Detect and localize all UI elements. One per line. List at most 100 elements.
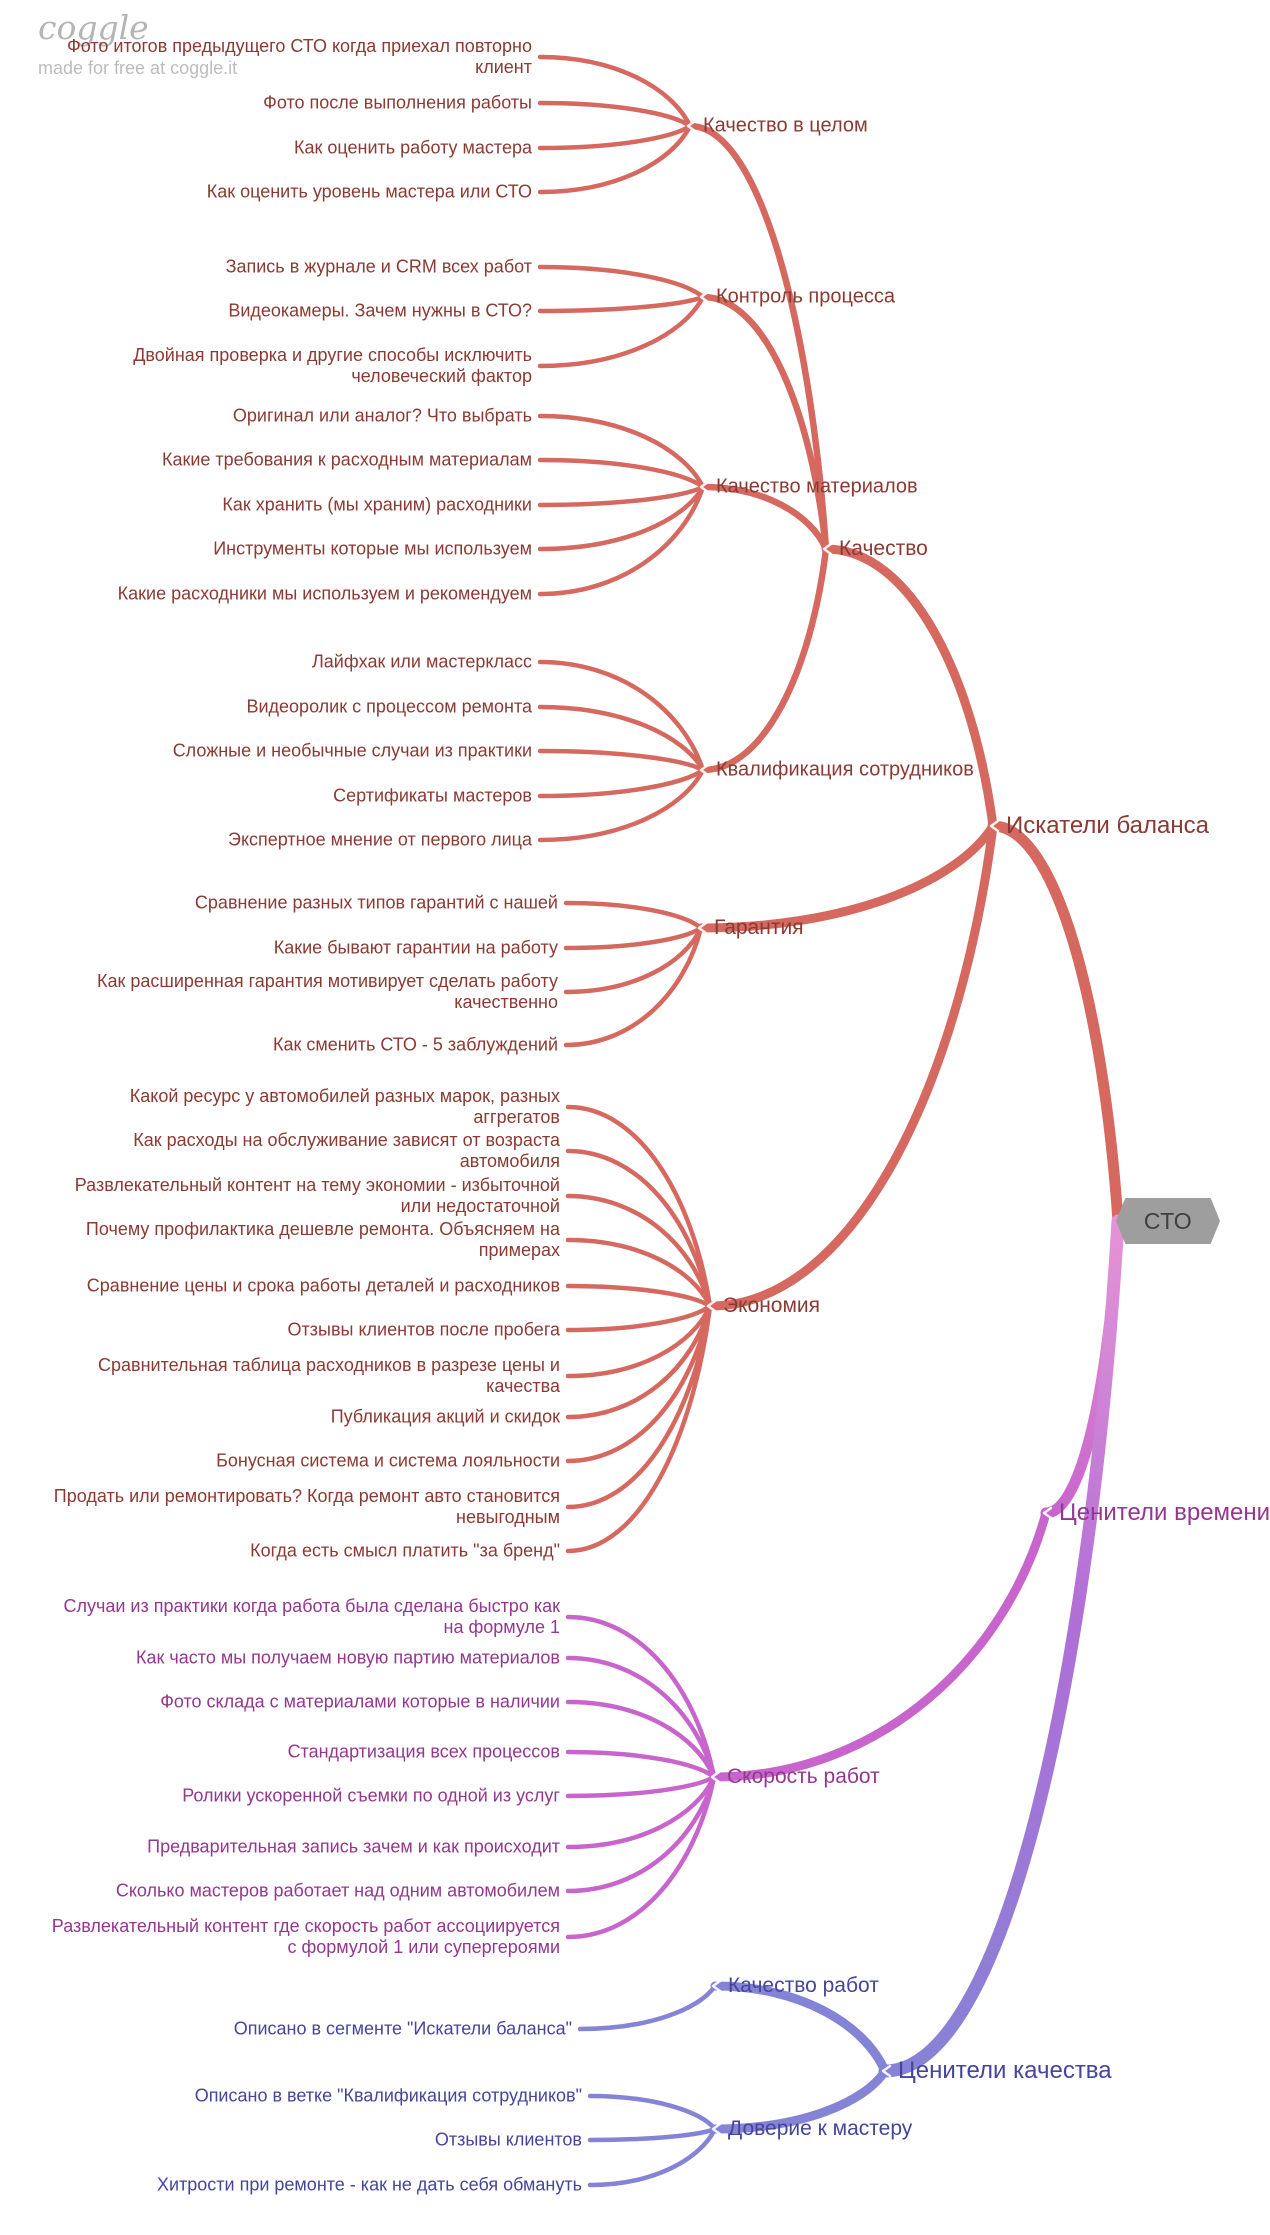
leaf-label[interactable]: Как оценить уровень мастера или СТО — [206, 181, 532, 202]
leaf-label[interactable]: Фото склада с материалами которые в нали… — [160, 1691, 560, 1712]
leaf-label[interactable]: Какие расходники мы используем и рекомен… — [117, 583, 532, 604]
branch-label[interactable]: Качество в целом — [703, 114, 868, 137]
branch-edge — [709, 1508, 1051, 1782]
root-node[interactable]: СТО — [1116, 1198, 1220, 1244]
leaf-label[interactable]: Лайфхак или мастеркласс — [311, 651, 532, 672]
leaf-label[interactable]: Сложные и необычные случаи из практики — [172, 740, 532, 761]
branch-edge — [537, 748, 706, 773]
branch-label[interactable]: Гарантия — [714, 915, 804, 939]
branch-edge — [565, 1614, 717, 1780]
leaf-label[interactable]: Какие требования к расходным материалам — [161, 449, 532, 470]
branch-edge — [565, 1774, 717, 1799]
branch-label[interactable]: Ценители качества — [898, 2057, 1112, 2085]
leaf-label[interactable]: Какие бывают гарантии на работу — [273, 937, 558, 958]
branch-label[interactable]: Качество работ — [728, 1973, 879, 1997]
branch-edge — [565, 1655, 717, 1780]
branch-edge — [565, 1237, 713, 1309]
branch-edge — [987, 820, 1124, 1227]
leaf-label[interactable]: Как расширенная гарантия мотивирует сдел… — [97, 971, 558, 1012]
branch-label[interactable]: Искатели баланса — [1006, 812, 1209, 840]
collapse-chevron-icon[interactable] — [686, 119, 697, 133]
collapse-chevron-icon[interactable] — [699, 290, 710, 304]
leaf-label[interactable]: Сколько мастеров работает над одним авто… — [115, 1880, 560, 1901]
leaf-label[interactable]: Как оценить работу мастера — [294, 137, 532, 158]
collapse-chevron-icon[interactable] — [711, 1979, 722, 1993]
branch-edge — [565, 1699, 717, 1780]
collapse-chevron-icon[interactable] — [699, 763, 710, 777]
leaf-label[interactable]: Как часто мы получаем новую партию матер… — [136, 1647, 560, 1668]
collapse-chevron-icon[interactable] — [706, 1299, 717, 1313]
branch-edge — [537, 484, 706, 552]
branch-label[interactable]: Ценители времени — [1059, 1499, 1270, 1527]
leaf-label[interactable]: Предварительная запись зачем и как проис… — [147, 1836, 560, 1857]
leaf-label[interactable]: Экспертное мнение от первого лица — [228, 829, 532, 850]
branch-edge — [563, 925, 704, 995]
leaf-label[interactable]: Видеокамеры. Зачем нужны в СТО? — [228, 300, 532, 321]
collapse-chevron-icon[interactable] — [822, 542, 833, 556]
collapse-chevron-icon[interactable] — [881, 2064, 892, 2078]
leaf-label[interactable]: Сравнительная таблица расходников в разр… — [97, 1355, 560, 1396]
collapse-chevron-icon[interactable] — [1042, 1506, 1053, 1520]
collapse-chevron-icon[interactable] — [710, 1770, 721, 1784]
branch-edge — [565, 1193, 713, 1309]
branch-label[interactable]: Качество материалов — [716, 475, 918, 498]
branch-edge — [878, 1214, 1125, 2078]
branch-edge — [565, 1774, 717, 1940]
coggle-tagline: made for free at coggle.it — [38, 58, 238, 78]
leaf-label[interactable]: Как расходы на обслуживание зависят от в… — [133, 1130, 560, 1171]
branch-edge — [537, 294, 706, 314]
leaf-label[interactable]: Почему профилактика дешевле ремонта. Объ… — [85, 1219, 560, 1260]
branch-edge — [537, 294, 706, 369]
leaf-label[interactable]: Отзывы клиентов — [434, 2129, 582, 2150]
branch-label[interactable]: Экономия — [723, 1293, 821, 1317]
leaf-label[interactable]: Фото после выполнения работы — [263, 92, 532, 113]
leaf-label[interactable]: Двойная проверка и другие способы исключ… — [133, 345, 532, 386]
leaf-label[interactable]: Описано в сегменте "Искатели баланса" — [233, 2018, 572, 2039]
branch-edge — [565, 1774, 717, 1894]
leaf-label[interactable]: Инструменты которые мы используем — [213, 538, 532, 559]
leaf-label[interactable]: Видеоролик с процессом ремонта — [246, 696, 532, 717]
branch-edge — [537, 659, 706, 773]
branch-label[interactable]: Скорость работ — [727, 1764, 880, 1788]
collapse-chevron-icon[interactable] — [711, 2122, 722, 2136]
collapse-chevron-icon[interactable] — [699, 480, 710, 494]
leaf-label[interactable]: Как сменить СТО - 5 заблуждений — [272, 1034, 558, 1055]
branch-label[interactable]: Качество — [839, 536, 928, 560]
branch-edge — [537, 457, 706, 490]
branch-edge — [710, 2066, 890, 2134]
collapse-chevron-icon[interactable] — [697, 921, 708, 935]
leaf-label[interactable]: Как хранить (мы храним) расходники — [222, 494, 532, 515]
root-node-label: СТО — [1143, 1207, 1193, 1234]
branch-edge — [537, 767, 706, 843]
branch-edge — [565, 1303, 713, 1333]
leaf-label[interactable]: Фото итогов предыдущего СТО когда приеха… — [67, 36, 532, 77]
leaf-label[interactable]: Отзывы клиентов после пробега — [287, 1319, 560, 1340]
branch-edge — [537, 264, 706, 300]
leaf-label[interactable]: Оригинал или аналог? Что выбрать — [232, 405, 532, 426]
branch-edge — [699, 545, 830, 774]
leaf-label[interactable]: Когда есть смысл платить "за бренд" — [250, 1540, 560, 1561]
leaf-label[interactable]: Случаи из практики когда работа была сде… — [63, 1596, 560, 1637]
leaf-label[interactable]: Описано в ветке "Квалификация сотруднико… — [194, 2085, 582, 2106]
leaf-label[interactable]: Развлекательный контент где скорость раб… — [51, 1916, 560, 1957]
leaf-label[interactable]: Развлекательный контент на тему экономии… — [74, 1175, 560, 1216]
leaf-label[interactable]: Продать или ремонтировать? Когда ремонт … — [53, 1486, 560, 1527]
branch-label[interactable]: Доверие к мастеру — [728, 2116, 913, 2140]
leaf-label[interactable]: Ролики ускоренной съемки по одной из усл… — [182, 1785, 560, 1806]
leaf-label[interactable]: Хитрости при ремонте - как не дать себя … — [156, 2174, 582, 2195]
branch-label[interactable]: Квалификация сотрудников — [716, 758, 974, 781]
branch-edge — [587, 2126, 718, 2143]
branch-edge — [537, 484, 706, 597]
branch-edge — [577, 1983, 718, 2032]
leaf-label[interactable]: Сравнение разных типов гарантий с нашей — [194, 892, 558, 913]
leaf-label[interactable]: Запись в журнале и CRM всех работ — [225, 256, 532, 277]
leaf-label[interactable]: Сертификаты мастеров — [333, 785, 532, 806]
collapse-chevron-icon[interactable] — [989, 819, 1000, 833]
leaf-label[interactable]: Сравнение цены и срока работы деталей и … — [86, 1275, 560, 1296]
leaf-label[interactable]: Стандартизация всех процессов — [287, 1741, 560, 1762]
leaf-label[interactable]: Бонусная система и система лояльности — [216, 1450, 560, 1471]
leaf-label[interactable]: Публикация акций и скидок — [330, 1406, 560, 1427]
leaf-label[interactable]: Какой ресурс у автомобилей разных марок,… — [129, 1086, 560, 1127]
branch-label[interactable]: Контроль процесса — [716, 285, 895, 308]
